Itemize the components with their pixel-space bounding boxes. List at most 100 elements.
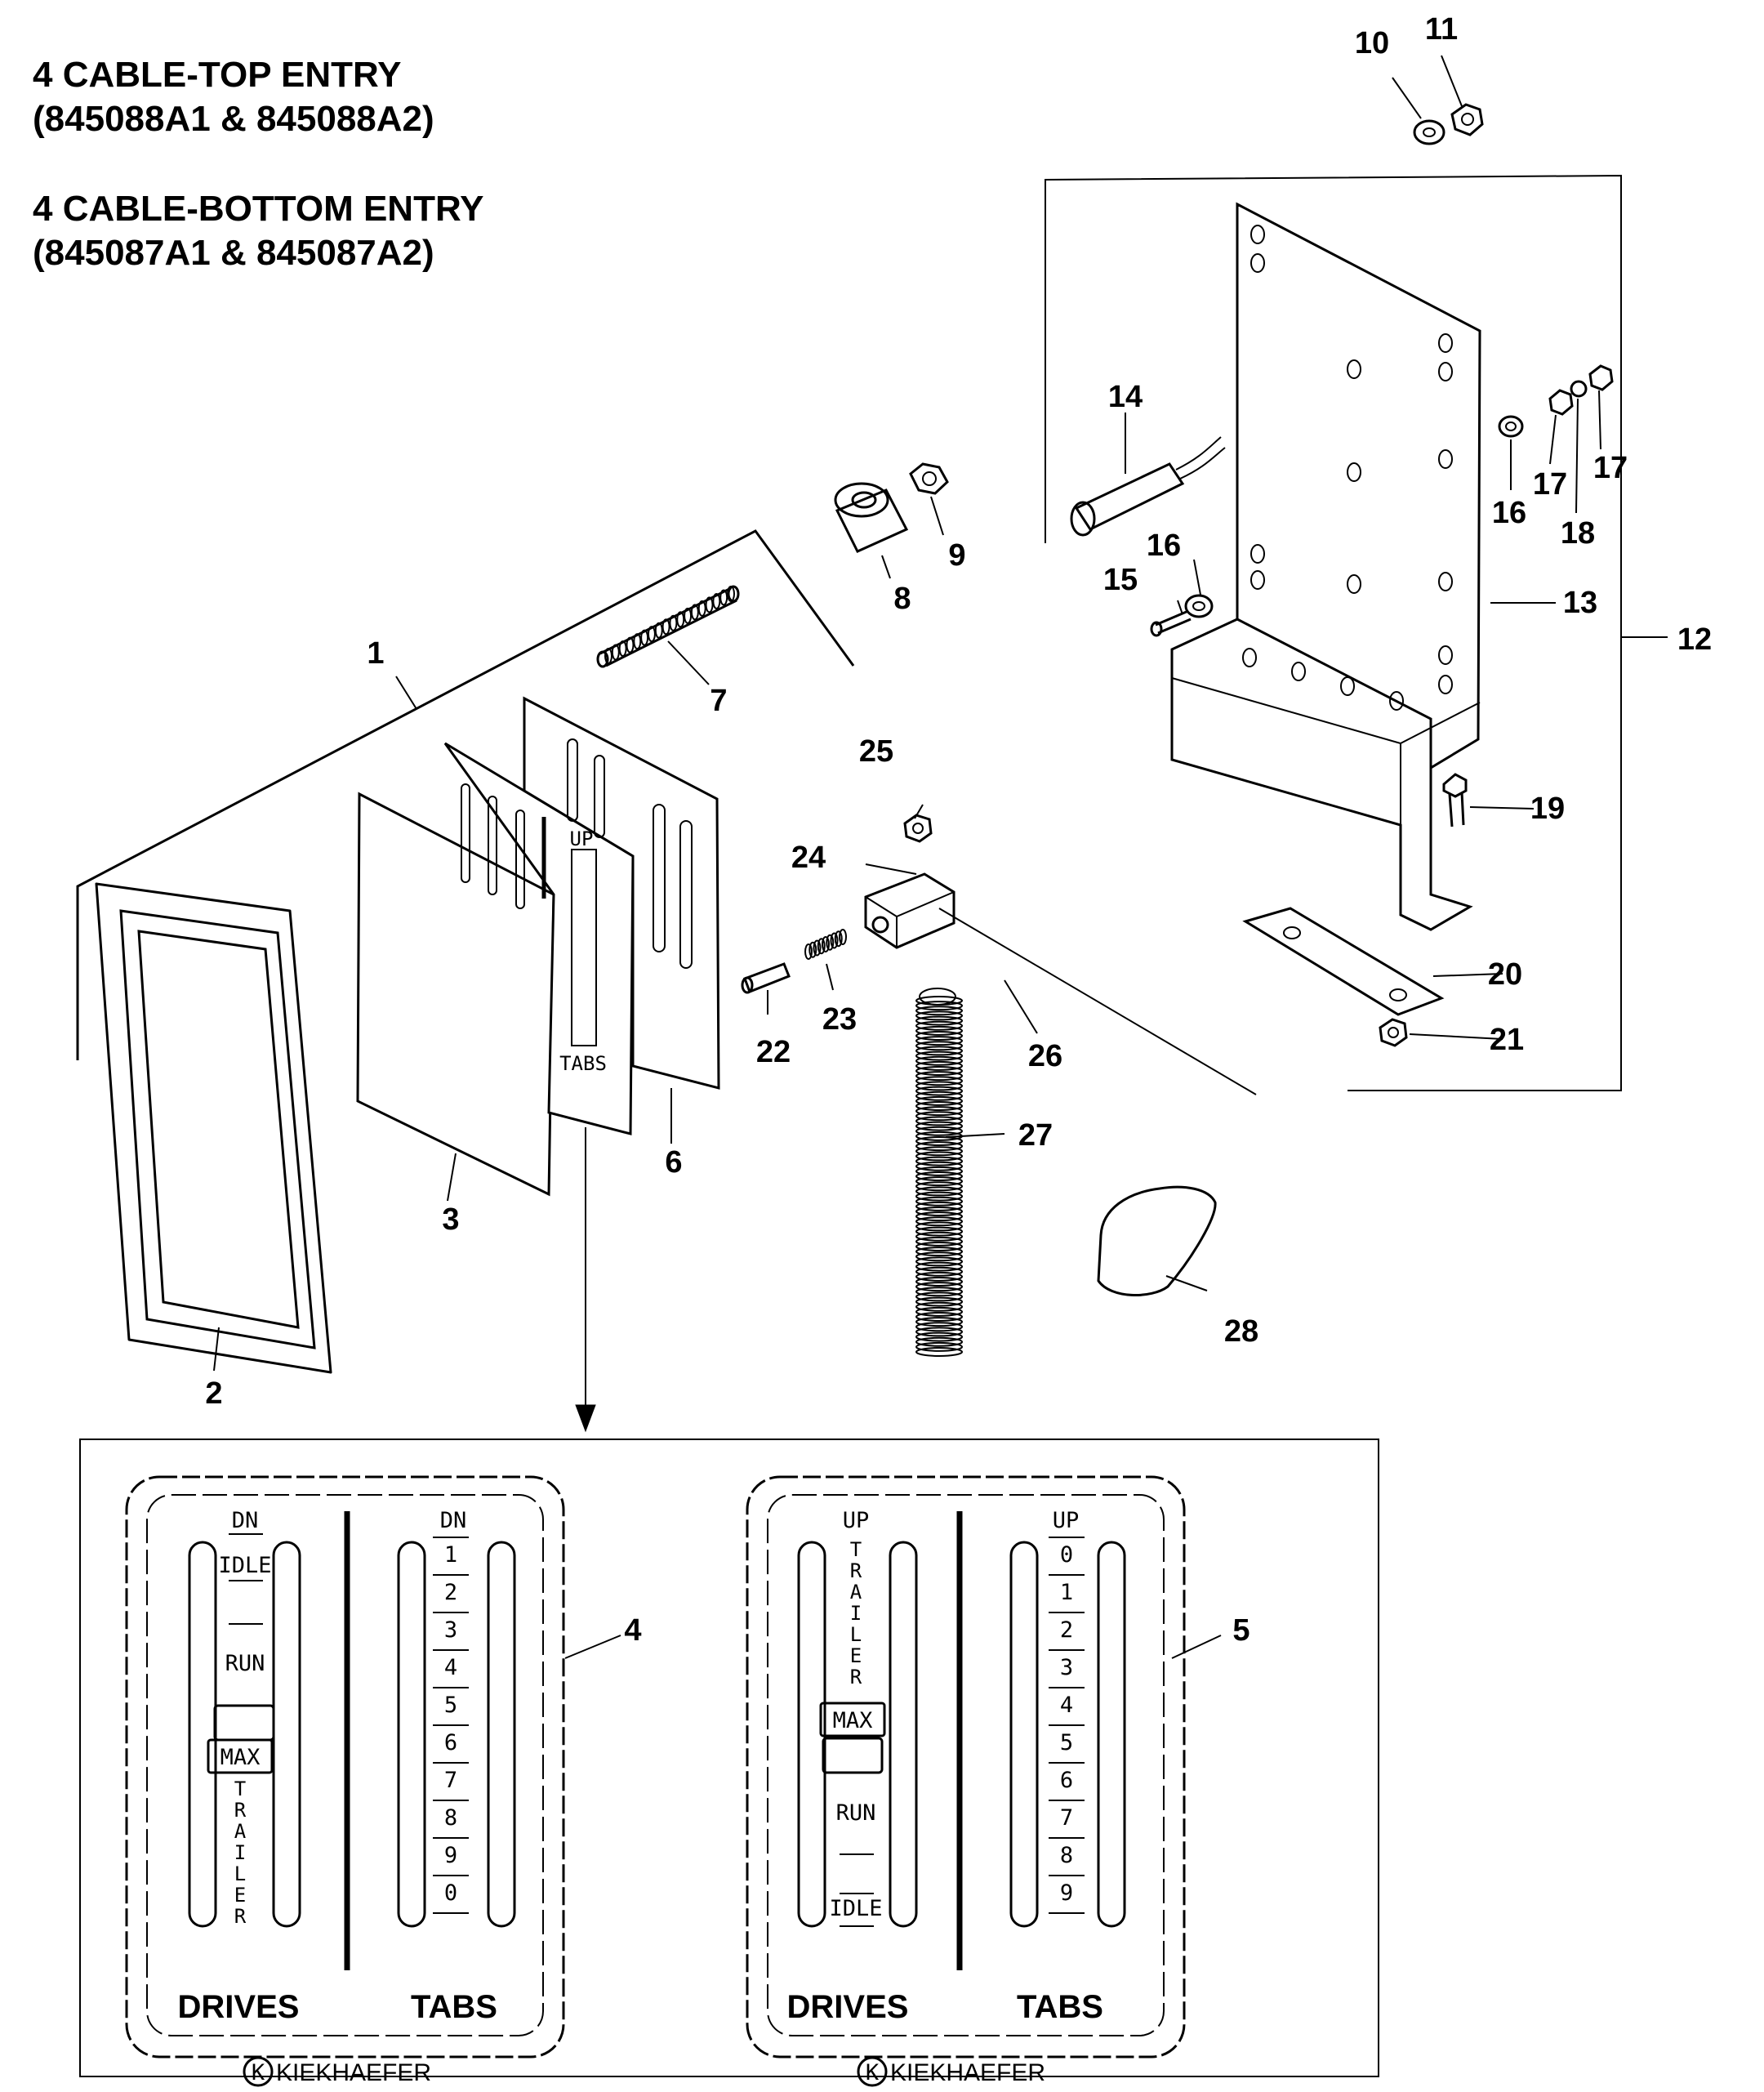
part-17-nuts <box>1548 364 1614 416</box>
callout-12: 12 <box>1677 622 1712 657</box>
callout-4: 4 <box>624 1613 641 1648</box>
decal4-brand: KIEKHAEFER <box>276 2059 431 2086</box>
part-16-grommet-b <box>1498 415 1524 438</box>
decal5-trailer-letter: T <box>850 1538 862 1561</box>
callout-16b: 16 <box>1492 496 1526 530</box>
callout-9: 9 <box>948 538 965 573</box>
part-25-nut <box>903 814 933 843</box>
callout-8: 8 <box>893 582 911 616</box>
callout-5: 5 <box>1232 1613 1250 1648</box>
decal4-tabs-scale-number: 8 <box>444 1805 457 1831</box>
part-16-washer-a <box>1184 594 1214 618</box>
decal5-tabs-top: UP <box>1053 1508 1080 1533</box>
part-20-strap <box>1242 907 1445 1016</box>
callout-23: 23 <box>822 1002 857 1037</box>
part-8-spacer <box>834 482 909 553</box>
part-14-sensor <box>1070 436 1226 537</box>
callout-2: 2 <box>205 1376 222 1411</box>
part-22-pin <box>741 962 791 994</box>
callout-18: 18 <box>1561 516 1595 551</box>
decal5-trailer-letter: R <box>850 1666 862 1688</box>
decal4-tabs-scale-number: 2 <box>444 1580 457 1605</box>
callout-22: 22 <box>756 1035 791 1069</box>
callout-19: 19 <box>1530 792 1565 826</box>
callout-16a: 16 <box>1147 529 1181 563</box>
part-11-nut <box>1450 103 1484 136</box>
part-18-washer <box>1570 380 1588 398</box>
decal5-idle: IDLE <box>829 1896 882 1921</box>
callout-24: 24 <box>791 841 826 875</box>
part-28-cap <box>1097 1185 1217 1296</box>
decal5-tabs-scale-number: 6 <box>1060 1768 1073 1793</box>
part-21-nut <box>1379 1018 1408 1047</box>
decal4-tabs-scale-number: 5 <box>444 1693 457 1718</box>
part-7-threaded-rod <box>596 585 740 668</box>
decal5-trailer-letter: R <box>850 1559 862 1582</box>
decal5-drives-title: DRIVES <box>787 1989 909 2025</box>
callout-7: 7 <box>710 684 727 718</box>
decal4-trailer-letter: L <box>234 1862 246 1885</box>
part-26-wire <box>938 908 1257 1095</box>
small-decal-tabs: TABS <box>559 1052 607 1075</box>
callout-21: 21 <box>1490 1023 1524 1057</box>
part-24-block <box>864 872 956 949</box>
decal5-trailer-letter: A <box>850 1581 862 1604</box>
decal4-tabs-scale-number: 3 <box>444 1617 457 1643</box>
decal4-drives-top: DN <box>232 1508 259 1533</box>
decal5-drives-top: UP <box>843 1508 870 1533</box>
decal4-tabs-top: DN <box>440 1508 467 1533</box>
part-19-bolt <box>1442 773 1468 827</box>
decal5-tabs-scale-number: 8 <box>1060 1843 1073 1868</box>
decal4-trailer-letter: T <box>234 1778 246 1800</box>
callout-14: 14 <box>1108 380 1143 414</box>
callout-numbers: 1 2 3 4 5 6 7 8 9 10 11 12 13 14 15 16 1… <box>205 12 1712 1648</box>
callout-13: 13 <box>1563 586 1597 620</box>
decal4-max: MAX <box>220 1745 261 1770</box>
decal4-trailer-letter: R <box>234 1905 247 1928</box>
decal5-tabs-scale-number: 7 <box>1060 1805 1073 1831</box>
decal4-tabs-scale-number: 4 <box>444 1655 457 1680</box>
decal5-tabs-scale-number: 5 <box>1060 1730 1073 1755</box>
title-bottom-entry-parts: (845087A1 & 845087A2) <box>33 233 434 273</box>
title-top-entry-parts: (845088A1 & 845088A2) <box>33 99 434 139</box>
decal4-drives-title: DRIVES <box>178 1989 300 2025</box>
part-6-backing-plate <box>523 696 720 1090</box>
decal4-trailer-letter: I <box>234 1841 246 1864</box>
part-13-bracket <box>1170 202 1481 931</box>
part-27-spring <box>915 988 963 1357</box>
decal4-tabs-scale-number: 7 <box>444 1768 457 1793</box>
decal4-trailer-letter: R <box>234 1799 247 1822</box>
callout-28: 28 <box>1224 1314 1258 1349</box>
decal5-tabs-scale-number: 9 <box>1060 1880 1073 1906</box>
title-bottom-entry: 4 CABLE-BOTTOM ENTRY <box>33 189 483 229</box>
callout-17a: 17 <box>1533 467 1567 502</box>
part-2-bezel <box>95 882 332 1374</box>
callout-15: 15 <box>1103 563 1138 597</box>
part-9-nut <box>909 462 949 495</box>
decal4-tabs-scale-number: 1 <box>444 1542 457 1568</box>
callout-3: 3 <box>442 1202 459 1237</box>
callout-17b: 17 <box>1593 451 1628 485</box>
decal-detail-box <box>79 1439 1379 2077</box>
decal4-tabs-scale-number: 0 <box>444 1880 457 1906</box>
decal5-tabs-scale-number: 0 <box>1060 1542 1073 1568</box>
callout-25: 25 <box>859 734 893 769</box>
decal5-tabs-scale-number: 4 <box>1060 1693 1073 1718</box>
decal4-trailer-letter: E <box>234 1884 246 1907</box>
decal4-idle: IDLE <box>218 1553 271 1578</box>
decal4-run: RUN <box>225 1651 265 1676</box>
callout-27: 27 <box>1018 1118 1053 1153</box>
part-12-bracket-box <box>1045 174 1622 1091</box>
decal5-max: MAX <box>833 1708 873 1733</box>
part-23-small-spring <box>804 929 847 960</box>
leader-lines <box>213 55 1668 1659</box>
decal5-tabs-scale-number: 1 <box>1060 1580 1073 1605</box>
decal5-trailer-letter: E <box>850 1644 862 1667</box>
decal5-trailer-letter: L <box>850 1623 862 1646</box>
decal4-trailer-letter: A <box>234 1820 247 1843</box>
callout-1: 1 <box>367 636 384 671</box>
decal4-brand-mark: K <box>252 2060 265 2085</box>
callout-6: 6 <box>665 1145 682 1180</box>
